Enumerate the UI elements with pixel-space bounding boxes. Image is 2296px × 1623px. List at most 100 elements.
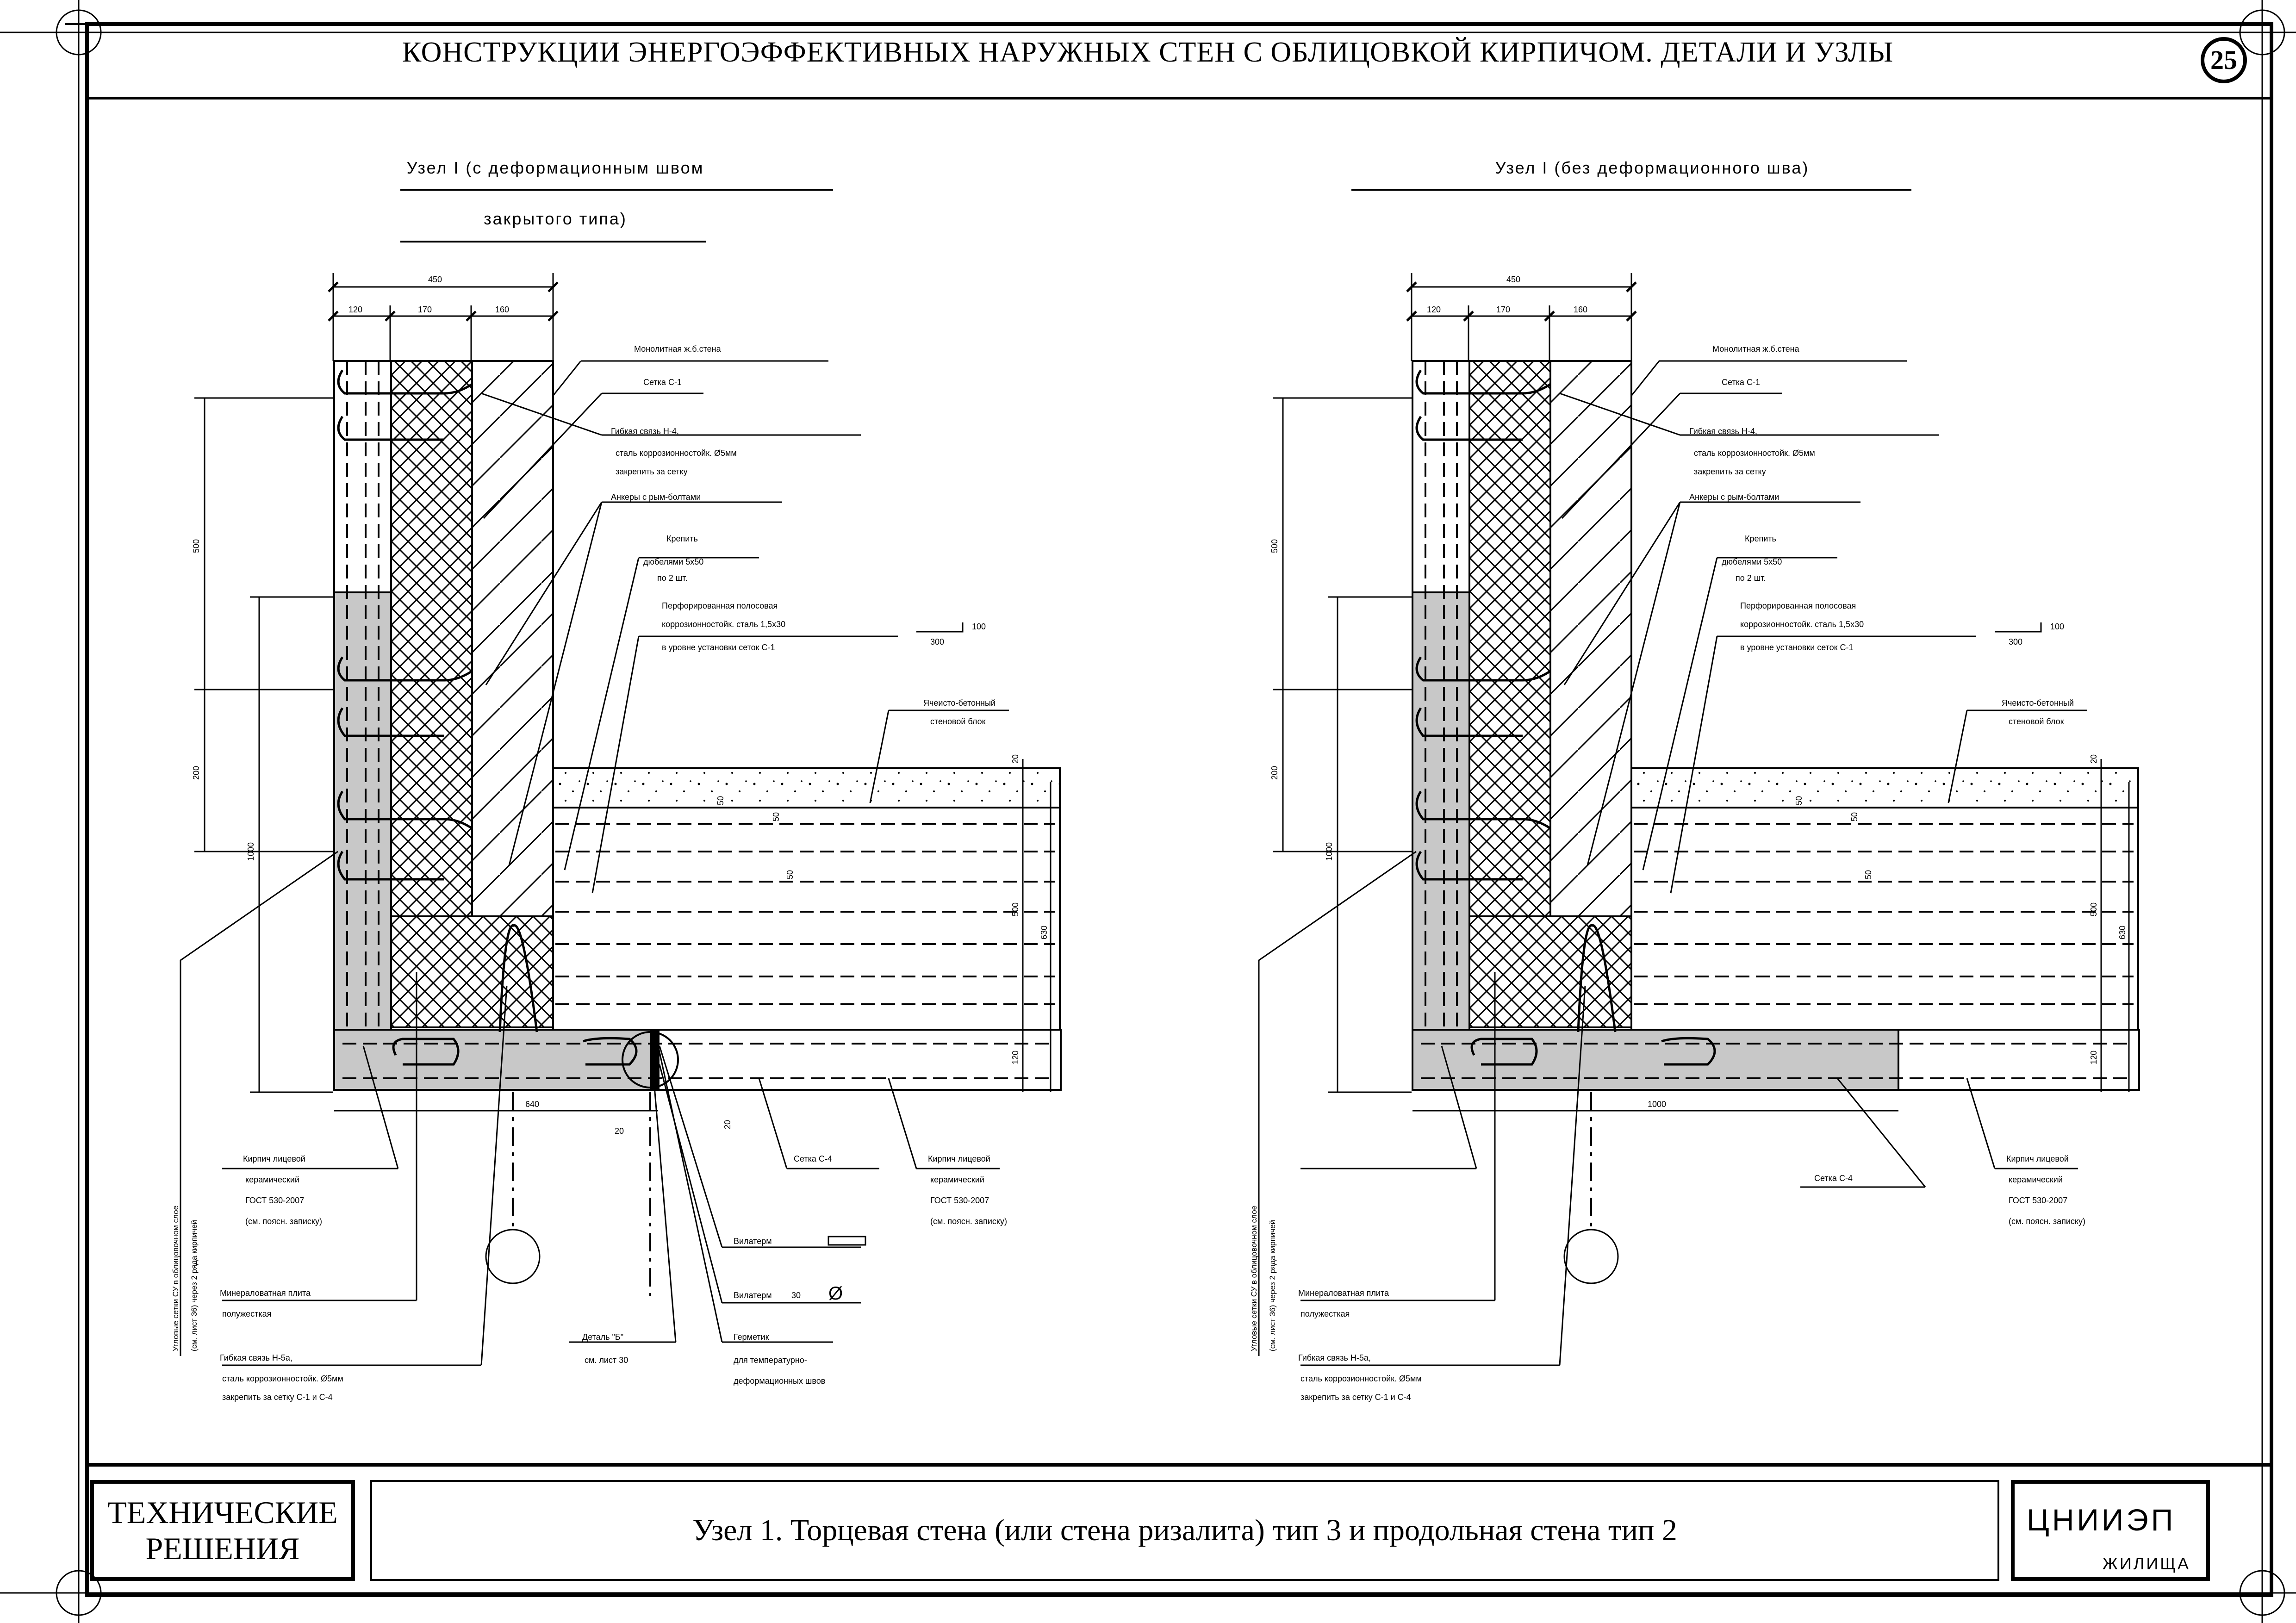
label-mesh-c1: Сетка С-1 [643,378,682,387]
label-plate-b: 300 [930,637,944,647]
label-anchors: Анкеры с рым-болтами [1689,492,1779,502]
label-sealant-3: деформационных швов [734,1376,825,1386]
label-brick-4: (см. поясн. записку) [245,1217,322,1226]
label-perf-3: в уровне установки сеток С-1 [1740,643,1854,652]
label-perf-1: Перфорированная полосовая [1740,601,1856,610]
label-sealant-1: Герметик [734,1332,769,1342]
heading-line1: Узел I (с деформационным швом [407,158,704,177]
label-mineral-1: Минераловатная плита [1298,1288,1389,1298]
dim-d1: 120 [348,305,362,314]
label-brick-3: ГОСТ 530-2007 [245,1196,304,1205]
label-plate-a: 100 [2050,622,2064,631]
label-brick-r3: ГОСТ 530-2007 [930,1196,989,1205]
top-dimensions [1406,273,1637,361]
mineral-wool-corner [390,915,554,1028]
brick-veneer-grey [1412,591,1470,1091]
label-detail-b-1: Деталь "Б" [582,1332,623,1342]
label-flex-h4-3: закрепить за сетку [616,467,688,476]
label-brick-r4: (см. поясн. записку) [2009,1217,2085,1226]
label-flex-h5-3: закрепить за сетку С-1 и С-4 [222,1393,333,1402]
detail-right: Узел I (без деформационного шва) 450 120… [1250,158,2140,1402]
label-mineral-1: Минераловатная плита [220,1288,311,1298]
heading-line2: закрытого типа) [484,209,627,228]
label-plate-b: 300 [2009,637,2022,647]
left-dimensions [194,397,333,1093]
label-flex-h5-2: сталь коррозионностойк. Ø5мм [222,1374,343,1383]
label-detail-b-2: см. лист 30 [585,1356,628,1365]
label-corner-mesh-2: (см. лист 36) через 2 ряда кирпичей [1268,1220,1277,1351]
callout-labels: Монолитная ж.б.стена Сетка С-1 Гибкая св… [1250,344,2085,1402]
callout-labels: Монолитная ж.б.стена Сетка С-1 Гибкая св… [171,344,1007,1402]
stamp-caption: Узел 1. Торцевая стена (или стена ризали… [370,1480,1999,1581]
detail-left: Узел I (с деформационным швом закрытого … [171,158,1062,1402]
label-vilaterm-size: 30 [791,1291,801,1300]
aerated-block-top [552,767,1061,808]
stamp-category-line2: РЕШЕНИЯ [145,1531,300,1566]
right-dimensions [2100,759,2130,1092]
org-subtitle: ЖИЛИЩА [2102,1554,2190,1573]
stamp-category-line1: ТЕХНИЧЕСКИЕ [107,1495,338,1530]
aerated-block-mid [1630,807,2139,1031]
dim-d3: 160 [495,305,509,314]
sheet-number: 25 [2201,37,2247,83]
dim-d3: 160 [1574,305,1587,314]
label-aerated-2: стеновой блок [930,717,986,726]
label-flex-h4-1: Гибкая связь Н-4, [611,427,679,436]
label-monolith: Монолитная ж.б.стена [1712,344,1800,354]
right-dimensions [1022,759,1052,1092]
label-vilaterm-2: Вилатерм [734,1291,772,1300]
dim-total: 450 [428,275,442,284]
dim-r20: 20 [1011,754,1020,764]
label-flex-h4-3: закрепить за сетку [1694,467,1766,476]
detail-heading: Узел I (без деформационного шва) [1351,158,1911,191]
dim-r50b: 50 [772,812,781,821]
dim-r50a: 50 [1794,796,1804,805]
leader-lines [180,360,1009,1366]
dim-v1000: 1000 [246,842,255,861]
label-flex-h5-2: сталь коррозионностойк. Ø5мм [1300,1374,1422,1383]
wall-horizontal [1412,767,2140,1284]
label-brick-2: керамический [245,1175,299,1184]
label-flex-h5-1: Гибкая связь Н-5а, [220,1353,292,1362]
brick-veneer [333,360,392,593]
label-aerated-2: стеновой блок [2009,717,2064,726]
label-flex-h4-1: Гибкая связь Н-4, [1689,427,1757,436]
concrete-wall [471,360,554,917]
dim-r500: 500 [1011,902,1020,916]
heading-line1: Узел I (без деформационного шва) [1495,158,1810,177]
dim-d2: 170 [1496,305,1510,314]
label-corner-mesh-1: Угловые сетки СУ в облицовочном слое [1250,1206,1258,1351]
label-brick-r3: ГОСТ 530-2007 [2009,1196,2067,1205]
org-name: ЦНИИЭП [2027,1503,2176,1537]
axis-circle [485,1229,541,1284]
dim-total: 450 [1506,275,1520,284]
label-perf-1: Перфорированная полосовая [662,601,778,610]
wall-vertical [1412,360,1632,1091]
brick-veneer-grey [333,591,392,1091]
dim-r120: 120 [2089,1051,2098,1064]
sheet-title: КОНСТРУКЦИИ ЭНЕРГОЭФФЕКТИВНЫХ НАРУЖНЫХ С… [402,37,1894,68]
label-fix-3: по 2 шт. [657,573,687,583]
label-fix-1: Крепить [666,534,698,543]
label-flex-h4-2: сталь коррозионностойк. Ø5мм [1694,448,1815,458]
aerated-block-top [1630,767,2139,808]
label-brick-1: Кирпич лицевой [243,1154,305,1163]
top-dimensions [328,273,559,361]
stamp-category: ТЕХНИЧЕСКИЕ РЕШЕНИЯ [90,1480,355,1581]
label-mesh-c4: Сетка С-4 [1814,1174,1853,1183]
dim-bottom: 1000 [1648,1100,1666,1109]
dim-v200: 200 [192,766,201,780]
brick-veneer [1412,360,1470,593]
leader-lines [1258,360,2087,1366]
label-brick-r4: (см. поясн. записку) [930,1217,1007,1226]
deformation-joint [650,1030,660,1090]
detail-heading: Узел I (с деформационным швом закрытого … [400,158,833,243]
dim-r20: 20 [2089,754,2098,764]
label-anchors: Анкеры с рым-болтами [611,492,701,502]
label-corner-mesh-2: (см. лист 36) через 2 ряда кирпичей [190,1220,199,1351]
label-monolith: Монолитная ж.б.стена [634,344,722,354]
dim-r500: 500 [2089,902,2098,916]
label-mesh-c1: Сетка С-1 [1722,378,1760,387]
